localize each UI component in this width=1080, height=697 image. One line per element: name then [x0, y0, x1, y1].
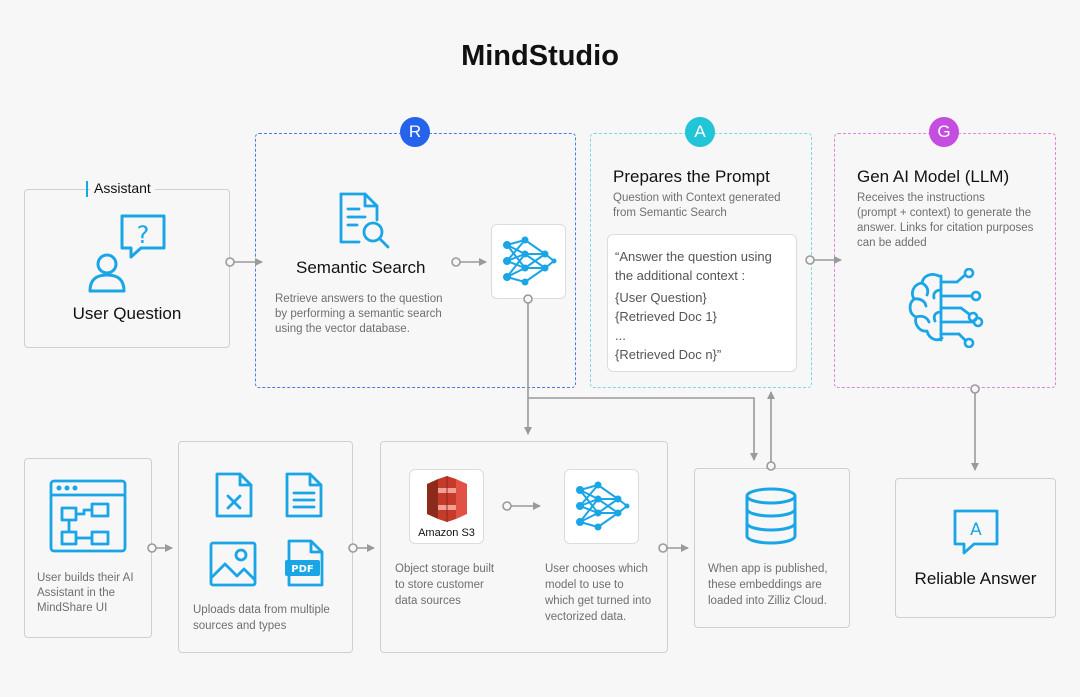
retrieve-desc-1: Retrieve answers to the question: [275, 293, 443, 305]
uploads-box: [178, 441, 353, 653]
connector-dot: [502, 501, 512, 511]
page-title: MindStudio: [461, 40, 619, 72]
semantic-search-heading: Semantic Search: [296, 258, 426, 277]
connector-dot: [658, 543, 668, 553]
image-icon: [209, 541, 257, 587]
storage-desc-3: data sources: [395, 595, 461, 607]
retrieve-desc-2: by performing a semantic search: [275, 308, 442, 320]
connector-dot: [348, 543, 358, 553]
uploads-desc-2: sources and types: [193, 620, 287, 632]
model-desc-1: User chooses which: [545, 563, 648, 575]
vector-db-desc-2: these embeddings are: [708, 579, 822, 591]
augment-desc-2: from Semantic Search: [613, 207, 727, 219]
amazon-s3-label: Amazon S3: [418, 527, 475, 539]
builder-desc-1: User builds their AI: [37, 572, 134, 584]
uploads-desc-1: Uploads data from multiple: [193, 604, 330, 616]
model-desc-4: vectorized data.: [545, 611, 627, 623]
file-x-icon: [215, 472, 253, 518]
retrieve-desc-3: using the vector database.: [275, 323, 410, 335]
builder-desc-3: MindShare UI: [37, 602, 108, 614]
connector-model-to-vectordb: [528, 397, 758, 461]
svg-text:?: ?: [137, 221, 150, 249]
storage-desc-1: Object storage built: [395, 563, 495, 575]
user-question-heading: User Question: [72, 304, 182, 323]
model-desc-3: which get turned into: [545, 595, 652, 607]
reliable-answer-heading: Reliable Answer: [914, 569, 1037, 588]
prompt-line-1: “Answer the question using: [615, 249, 772, 264]
connector-dot: [805, 255, 815, 265]
prompt-line-4: {Retrieved Doc 1}: [615, 309, 717, 324]
model-network-icon: [576, 481, 630, 531]
pdf-file-icon: PDF: [285, 539, 324, 587]
prompt-line-6: {Retrieved Doc n}”: [615, 347, 722, 362]
prompt-line-3: {User Question}: [615, 290, 707, 305]
augment-badge: A: [685, 117, 715, 147]
amazon-s3-logo: [427, 476, 467, 522]
builder-desc-2: Assistant in the: [37, 587, 115, 599]
semantic-search-icon: [339, 192, 390, 249]
connector-dot: [970, 384, 980, 394]
brain-icon: [908, 268, 984, 348]
generate-badge: G: [929, 117, 959, 147]
model-desc-2: model to use to: [545, 579, 624, 591]
assistant-label-marker: [86, 181, 88, 197]
prompt-line-5: ...: [615, 328, 626, 343]
database-icon: [745, 487, 797, 545]
prepares-prompt-heading: Prepares the Prompt: [613, 167, 770, 186]
user-question-icon: ?: [88, 214, 166, 293]
pdf-label: PDF: [291, 564, 313, 575]
generate-desc-2: (prompt + context) to generate the: [857, 207, 1032, 219]
prompt-template-card: [607, 234, 797, 372]
generate-desc-1: Receives the instructions: [857, 192, 985, 204]
reliable-answer-box: [895, 478, 1056, 618]
connector-dot: [451, 257, 461, 267]
generate-desc-4: can be added: [857, 237, 927, 249]
neural-network-icon: [503, 236, 557, 286]
document-icon: [285, 472, 323, 518]
answer-bubble-icon: A: [953, 509, 999, 555]
connector-dot: [523, 294, 533, 304]
assistant-label: Assistant: [90, 180, 155, 196]
connector-dot: [225, 257, 235, 267]
prompt-line-2: the additional context :: [615, 268, 746, 283]
vector-db-desc-1: When app is published,: [708, 563, 828, 575]
connector-dot: [147, 543, 157, 553]
workflow-builder-icon: [49, 479, 127, 553]
answer-badge-letter: A: [970, 520, 982, 540]
vector-db-box: [694, 468, 850, 628]
retrieve-badge: R: [400, 117, 430, 147]
vector-db-desc-3: loaded into Zilliz Cloud.: [708, 595, 827, 607]
connector-dot: [766, 461, 776, 471]
gen-ai-heading: Gen AI Model (LLM): [857, 167, 1010, 186]
storage-desc-2: to store customer: [395, 579, 484, 591]
generate-desc-3: answer. Links for citation purposes: [857, 222, 1034, 234]
augment-desc-1: Question with Context generated: [613, 192, 781, 204]
